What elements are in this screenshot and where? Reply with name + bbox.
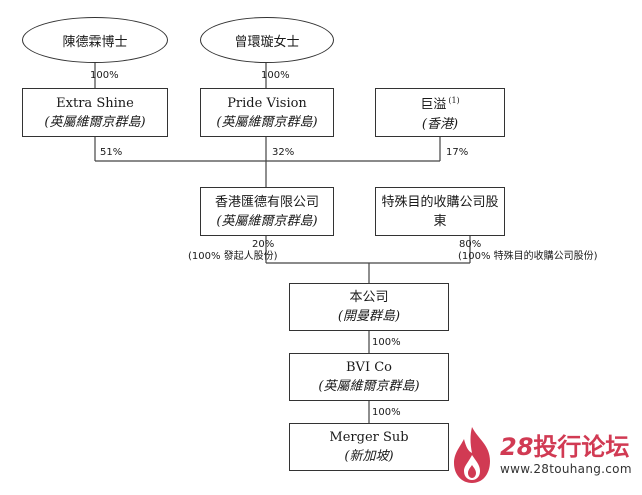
entity-bvi-co-name: BVI Co (346, 360, 392, 375)
entity-hk-huide-name: 香港匯德有限公司 (214, 194, 319, 210)
watermark-number: 28 (500, 433, 534, 461)
entity-special-shareholders-name: 特殊目的收購公司股東 (381, 194, 499, 229)
entity-merger-sub-name: Merger Sub (329, 430, 409, 445)
entity-juyi-footnote: (1) (448, 96, 460, 106)
pct-tsang-pride: 100% (261, 70, 290, 81)
entity-extra-shine-name: Extra Shine (56, 95, 134, 111)
entity-bvi-co: BVI Co (英屬維爾京群島) (289, 353, 449, 401)
shareholder-tsang: 曾環璇女士 (200, 17, 334, 63)
entity-hk-huide-jurisdiction: (英屬維爾京群島) (216, 213, 318, 229)
entity-pride-vision: Pride Vision (英屬維爾京群島) (200, 88, 334, 137)
watermark: 28投行论坛 www.28touhang.com (448, 420, 638, 490)
entity-special-shareholders: 特殊目的收購公司股東 (375, 187, 505, 236)
entity-company-jurisdiction: (開曼群島) (337, 309, 401, 324)
entity-extra-shine-jurisdiction: (英屬維爾京群島) (44, 114, 146, 130)
entity-juyi-jurisdiction: (香港) (421, 116, 459, 132)
entity-extra-shine: Extra Shine (英屬維爾京群島) (22, 88, 168, 137)
entity-merger-sub: Merger Sub (新加坡) (289, 423, 449, 471)
pct-company-bvi: 100% (372, 337, 401, 348)
entity-juyi-name: 巨溢 (420, 97, 447, 113)
shareholder-chen: 陳德霖博士 (22, 17, 168, 63)
pct-huide-company: 20% (252, 239, 275, 250)
entity-company-name: 本公司 (349, 290, 389, 305)
entity-company: 本公司 (開曼群島) (289, 283, 449, 331)
pct-huide-company-note: (100% 發起人股份) (188, 251, 278, 262)
shareholder-chen-label: 陳德霖博士 (62, 34, 128, 50)
watermark-url: www.28touhang.com (500, 462, 632, 476)
entity-bvi-co-jurisdiction: (英屬維爾京群島) (318, 379, 420, 394)
entity-pride-vision-name: Pride Vision (227, 95, 307, 111)
pct-chen-extra: 100% (90, 70, 119, 81)
pct-pride-huide: 32% (272, 147, 295, 158)
watermark-brand: 投行论坛 (533, 433, 630, 461)
shareholder-tsang-label: 曾環璇女士 (234, 34, 300, 50)
entity-merger-sub-jurisdiction: (新加坡) (344, 449, 394, 464)
pct-extra-huide: 51% (100, 147, 123, 158)
entity-juyi: 巨溢(1) (香港) (375, 88, 505, 137)
flame-logo-icon (454, 427, 490, 483)
pct-bvi-merger: 100% (372, 407, 401, 418)
entity-pride-vision-jurisdiction: (英屬維爾京群島) (216, 114, 318, 130)
pct-special-company: 80% (459, 239, 482, 250)
entity-hk-huide: 香港匯德有限公司 (英屬維爾京群島) (200, 187, 334, 236)
pct-special-company-note: (100% 特殊目的收購公司股份) (458, 251, 598, 262)
pct-juyi-huide: 17% (446, 147, 469, 158)
